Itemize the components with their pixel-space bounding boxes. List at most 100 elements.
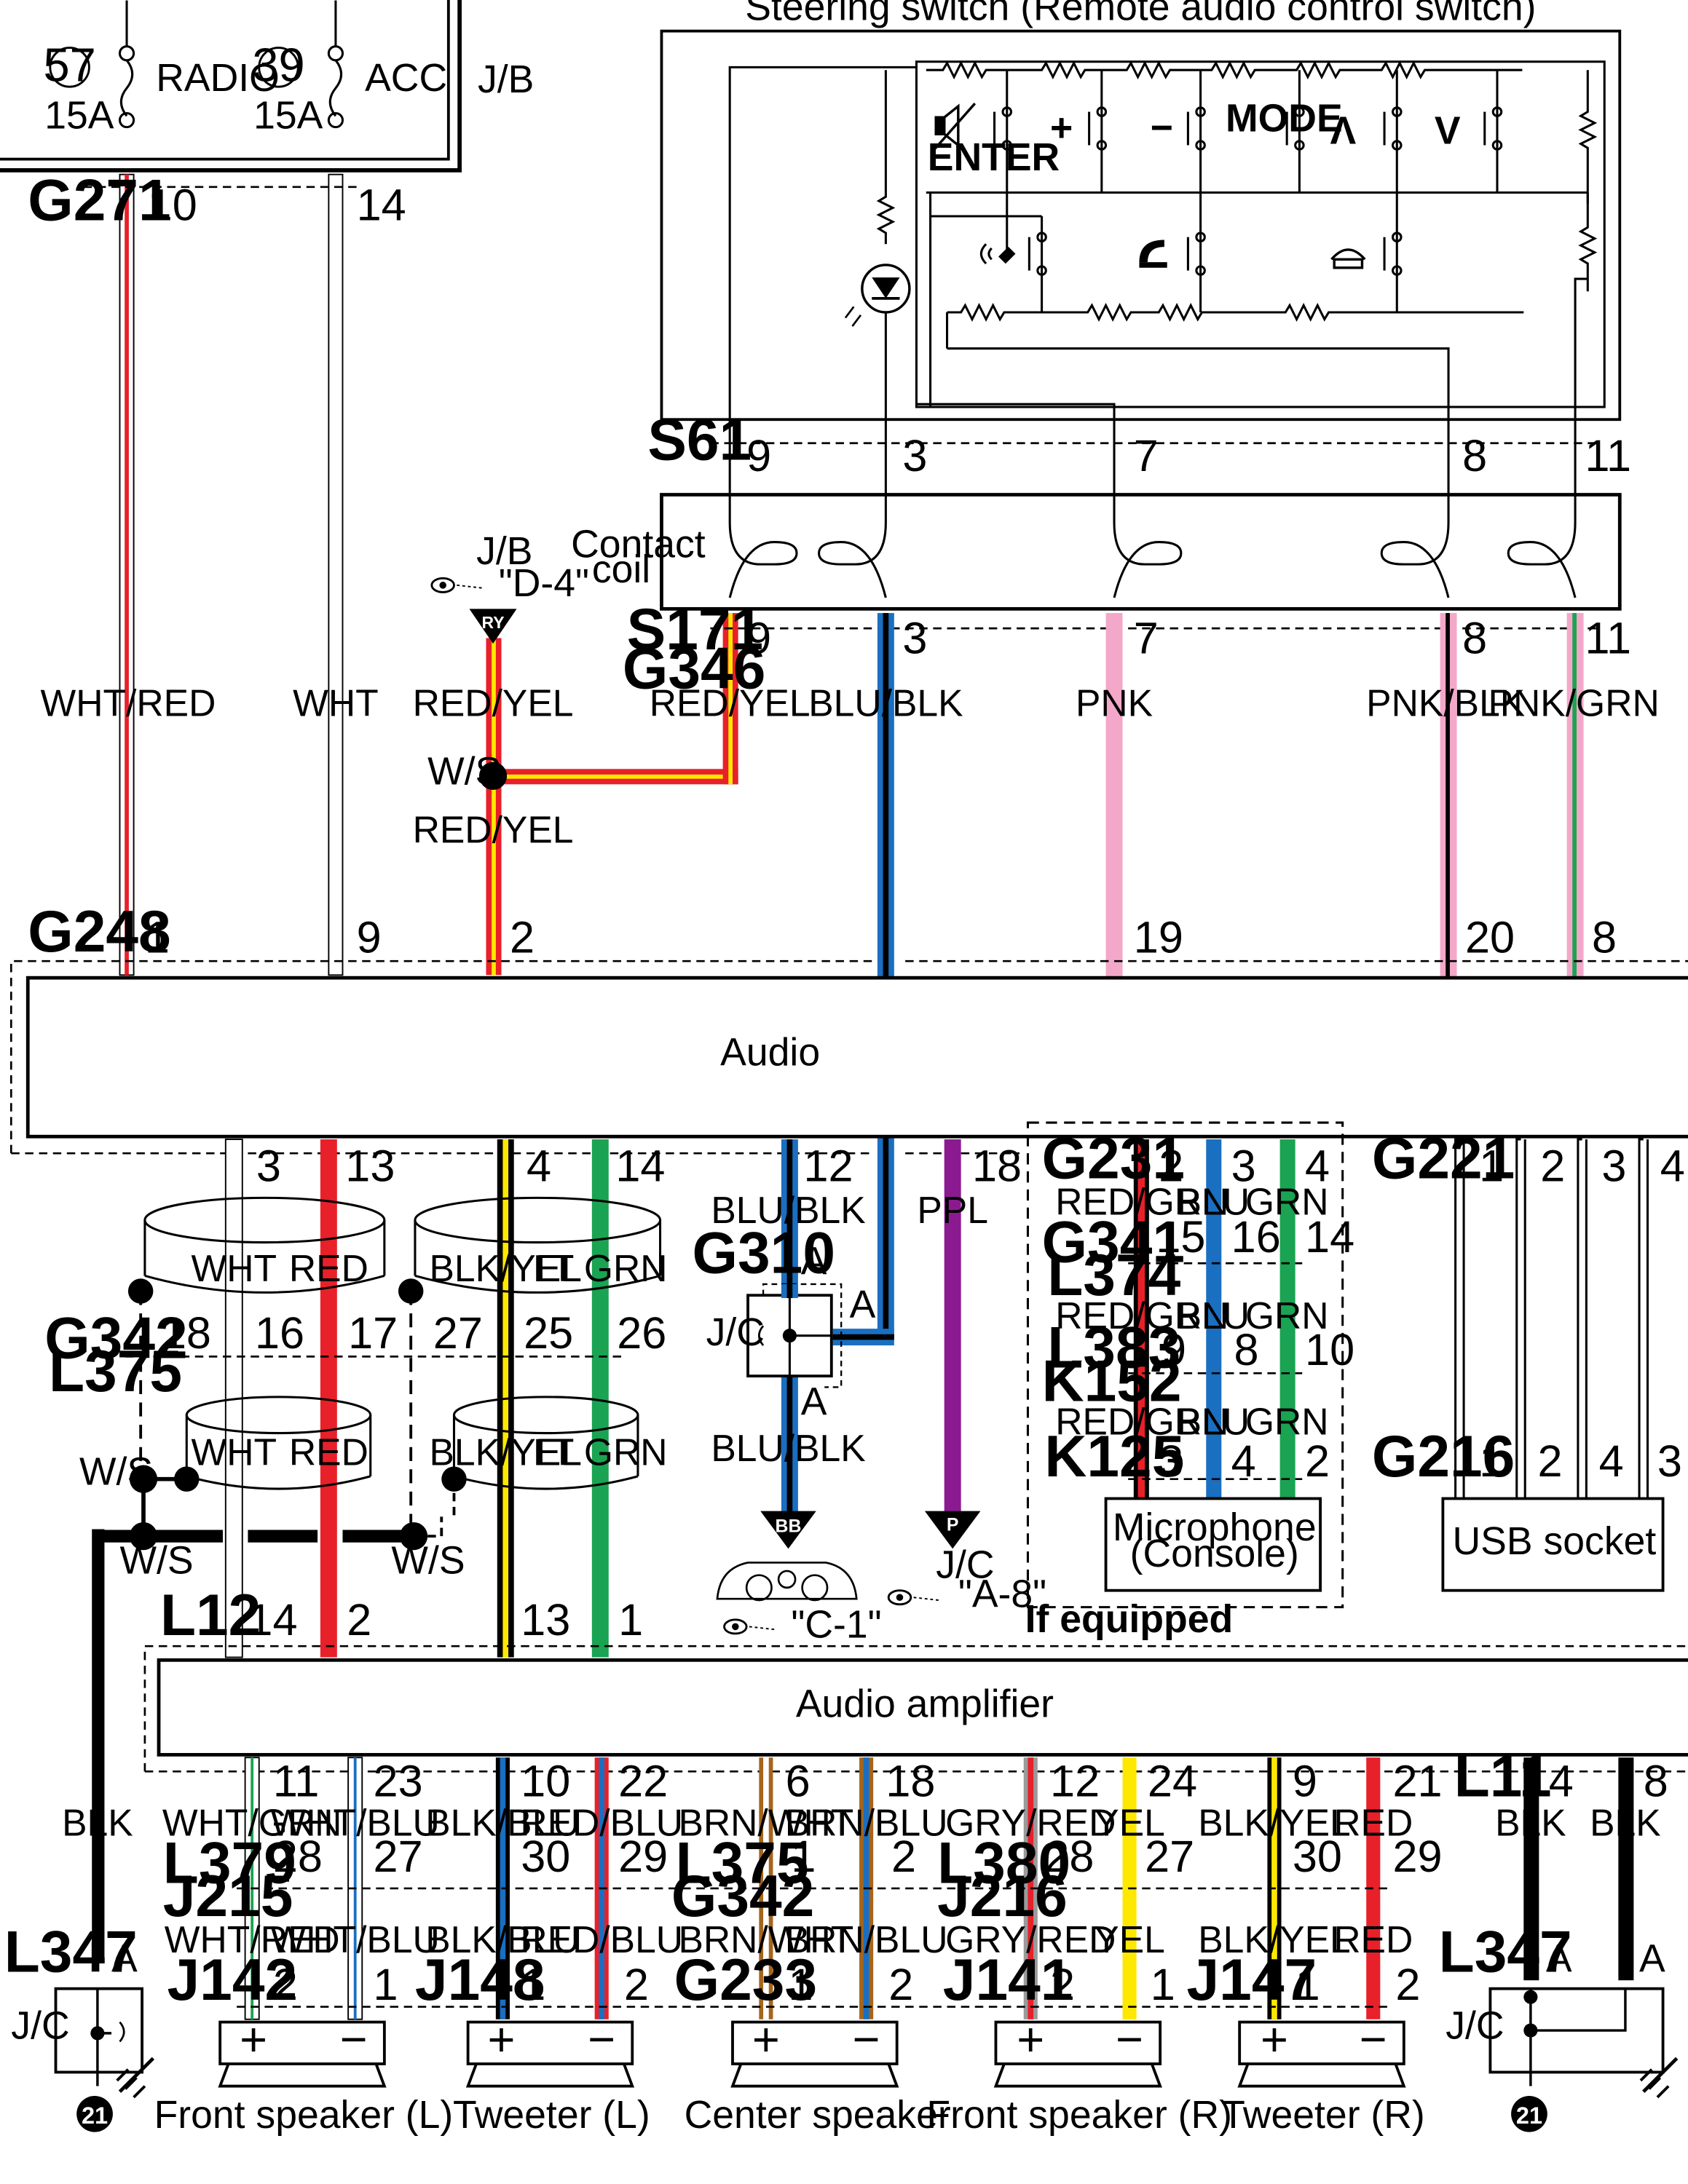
svg-text:17: 17: [348, 1308, 398, 1358]
fuse-57-number-circle: [49, 47, 90, 88]
svg-text:8: 8: [1592, 913, 1617, 962]
svg-text:RED/BLU: RED/BLU: [520, 1918, 683, 1961]
svg-text:7: 7: [1134, 614, 1159, 663]
a8-ref: "A-8": [958, 1573, 1046, 1616]
ws-label-1: W/S: [427, 750, 501, 793]
connector-k152: K152: [1042, 1349, 1182, 1415]
connector-j141: J141: [943, 1947, 1073, 2013]
audio-bottom-pins: 3 13 4 14 12 18: [256, 1141, 1022, 1190]
svg-text:26: 26: [617, 1308, 666, 1358]
svg-text:BLK/BLU: BLK/BLU: [425, 1801, 580, 1843]
l347-right-pin-a-2: A: [1639, 1938, 1665, 1981]
svg-text:3: 3: [1601, 1141, 1626, 1190]
ws-label-4: W/S: [391, 1540, 465, 1583]
label-pnk-blk: PNK/BLK: [1366, 682, 1525, 724]
l383-pin-10: 10: [1305, 1325, 1354, 1374]
connector-l374: L374: [1047, 1243, 1180, 1308]
svg-text:RED: RED: [1333, 1801, 1413, 1843]
audio-amplifier-label: Audio amplifier: [796, 1683, 1054, 1726]
svg-text:2: 2: [1540, 1141, 1565, 1190]
svg-text:29: 29: [618, 1832, 668, 1881]
connector-l380: L380: [937, 1830, 1070, 1896]
g310-pin-a-2: A: [850, 1283, 876, 1326]
fuse-39-rating: 15A: [253, 95, 323, 138]
plus-button-label: +: [1050, 107, 1073, 150]
label-red-grn-1: RED/GRN: [1055, 1180, 1228, 1222]
connector-l12: L12: [160, 1583, 261, 1648]
amp-wire-labels-2: WHT/RED WHT/BLU BLK/BLU RED/BLU BRN/WHT …: [165, 1918, 1413, 1961]
jb-ref-label: J/B: [476, 530, 532, 573]
label-blu-blk-1: BLU/BLK: [808, 682, 963, 724]
l383-pin-9: 9: [1162, 1325, 1186, 1374]
connector-s171: S171: [627, 597, 764, 662]
label-lt-grn-1: LT GRN: [533, 1247, 668, 1289]
svg-text:2: 2: [510, 913, 535, 962]
label-red-1: RED: [289, 1247, 368, 1289]
g231-pin-3: 3: [1231, 1141, 1256, 1190]
jb-ref-target: "D-4": [499, 562, 589, 605]
minus-button-label: −: [1151, 107, 1173, 150]
contact-coil-label-2: coil: [592, 548, 650, 591]
led-icon: [844, 70, 911, 419]
speaker-front-right: [993, 2020, 1162, 2088]
svg-text:1: 1: [788, 1960, 813, 2009]
svg-text:+: +: [240, 2012, 267, 2065]
if-equipped-label: If equipped: [1025, 1598, 1234, 1641]
amp-bottom-pins: 11 23 10 22 6 18 12 24 9 21: [273, 1757, 1443, 1806]
s61-pins: 9 3 7 8 11: [746, 431, 1631, 480]
shield-cables: [143, 1196, 662, 1490]
g310-pin-a-1: A: [801, 1241, 827, 1283]
audio-amplifier-box: [157, 1658, 1688, 1757]
svg-text:+: +: [1017, 2012, 1044, 2065]
connector-g346: G346: [623, 636, 765, 701]
svg-text:16: 16: [255, 1308, 304, 1358]
svg-text:11: 11: [273, 1757, 320, 1806]
svg-text:30: 30: [1293, 1832, 1342, 1881]
jc-label-1: J/C: [706, 1311, 765, 1354]
connector-j142: J142: [167, 1947, 298, 2013]
microphone-label-2: (Console): [1130, 1532, 1299, 1575]
label-lt-grn-2: LT GRN: [533, 1431, 668, 1473]
svg-text:BLK: BLK: [62, 1801, 133, 1843]
svg-text:18: 18: [972, 1141, 1022, 1190]
connector-g233: G233: [674, 1947, 817, 2013]
fuse-39-number-circle: [258, 47, 299, 88]
ws-label-3: W/S: [119, 1540, 193, 1583]
svg-text:6: 6: [786, 1757, 811, 1806]
svg-text:Tweeter (R): Tweeter (R): [1221, 2094, 1425, 2137]
svg-text:4: 4: [1599, 1436, 1624, 1486]
phone-hangup-icon: [1330, 248, 1366, 269]
label-wht: WHT: [293, 682, 379, 724]
svg-text:22: 22: [618, 1757, 668, 1806]
fuse-57-rating: 15A: [44, 95, 114, 138]
label-grn-1: GRN: [1245, 1180, 1329, 1222]
svg-text:−: −: [588, 2012, 615, 2065]
connector-l347-left: L347: [4, 1920, 138, 1985]
microphone-label-1: Microphone: [1113, 1506, 1317, 1549]
svg-text:12: 12: [804, 1141, 853, 1190]
wire-pnk: [1105, 613, 1123, 978]
g221-pins: 1 2 3 4: [1479, 1141, 1685, 1190]
svg-text:14: 14: [615, 1141, 665, 1190]
svg-text:2: 2: [624, 1960, 649, 2009]
connector-l383: L383: [1047, 1315, 1180, 1381]
svg-text:1: 1: [1151, 1960, 1175, 2009]
ground-21-left: 21: [82, 2102, 108, 2129]
coil-loops: [728, 494, 1577, 598]
drain-wires: [92, 1278, 467, 1961]
svg-text:3: 3: [902, 614, 927, 663]
svg-text:9: 9: [1293, 1757, 1317, 1806]
label-ppl: PPL: [917, 1189, 988, 1231]
label-blu-blk-3: BLU/BLK: [711, 1427, 865, 1469]
label-red-yel-2: RED/YEL: [413, 809, 574, 851]
label-pnk: PNK: [1076, 682, 1153, 724]
connector-j148: J148: [415, 1947, 545, 2013]
svg-text:2: 2: [273, 1960, 298, 2009]
svg-text:BLK: BLK: [1590, 1801, 1661, 1843]
steering-switch-title: Steering switch (Remote audio control sw…: [745, 0, 1536, 28]
voice-icon: [979, 243, 1016, 265]
svg-text:WHT/BLU: WHT/BLU: [271, 1918, 440, 1961]
svg-text:2: 2: [891, 1832, 916, 1881]
l11-pin-4: 4: [1549, 1757, 1574, 1806]
svg-text:−: −: [340, 2012, 368, 2065]
